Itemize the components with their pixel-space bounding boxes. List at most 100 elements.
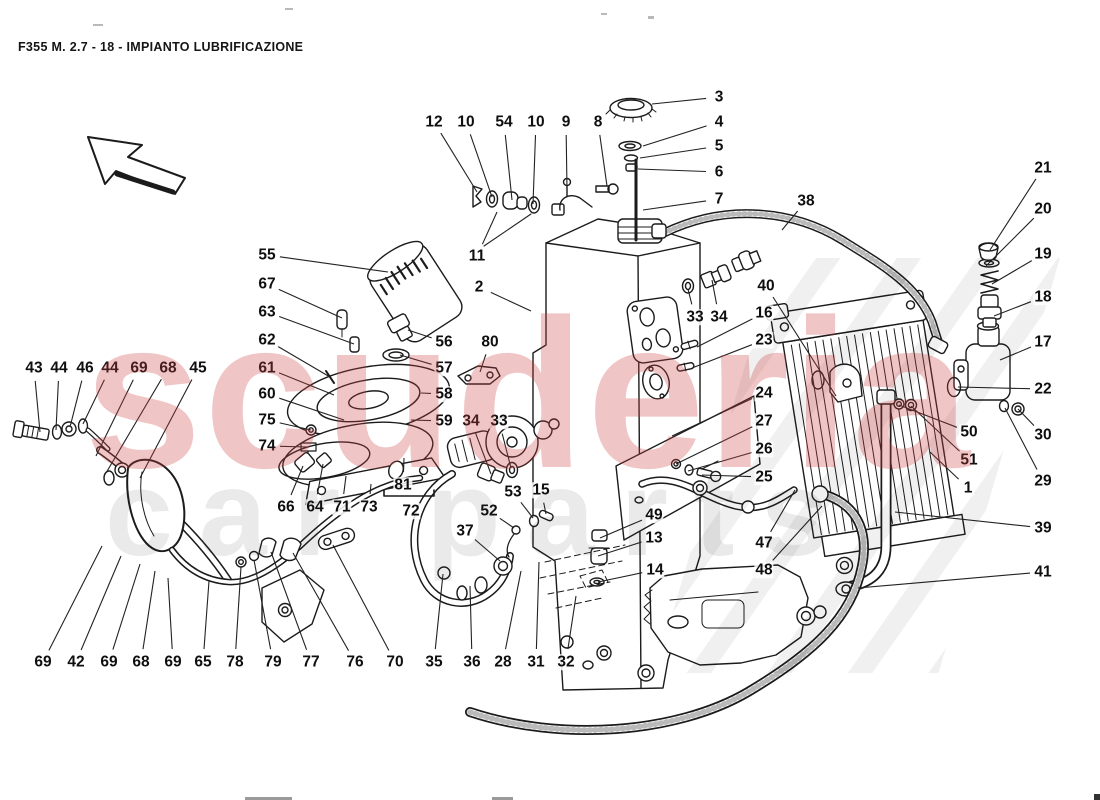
- leader-line-18: [993, 301, 1032, 317]
- leader-line-25: [701, 474, 752, 478]
- leader-line-45: [139, 379, 193, 479]
- leader-line-1: [929, 451, 959, 480]
- pump-inlet-fittings-33-34: [476, 461, 519, 484]
- leader-line-15: [543, 502, 547, 515]
- leader-line-59: [410, 419, 432, 422]
- leader-line-19: [991, 260, 1033, 285]
- rubber-sleeve-45: [126, 458, 186, 553]
- leader-line-7: [642, 200, 707, 211]
- leader-line-68: [105, 378, 162, 474]
- leader-line-57: [399, 354, 432, 365]
- leader-line-28: [504, 570, 522, 650]
- leader-line-41: [857, 572, 1031, 589]
- leader-line-37: [474, 539, 501, 562]
- scan-artifact: [648, 16, 654, 19]
- leader-line-44: [55, 380, 59, 431]
- leader-line-9: [565, 134, 568, 191]
- leader-line-64: [316, 463, 324, 495]
- leader-line-32: [567, 595, 577, 650]
- leader-line-74: [279, 445, 309, 448]
- scan-artifact: [1094, 794, 1100, 800]
- leader-line-10: [532, 134, 537, 205]
- leader-line-52: [499, 517, 515, 529]
- leader-line-6: [637, 168, 707, 173]
- oil-pump-72: [446, 415, 560, 469]
- brace-72: [383, 489, 435, 497]
- leader-line-35: [434, 573, 444, 650]
- leader-line-34: [475, 433, 492, 475]
- tank-flange: [626, 296, 684, 364]
- leader-line-49: [599, 519, 643, 539]
- leader-line-3: [651, 97, 707, 105]
- leader-line-33: [687, 288, 693, 305]
- oil-filter: [367, 240, 463, 343]
- leader-line-75: [279, 422, 312, 431]
- leader-line-54: [504, 134, 513, 201]
- leader-line-13: [597, 541, 642, 557]
- leader-line-42: [80, 555, 122, 651]
- leader-line-48: [772, 505, 823, 561]
- leader-line-46: [69, 380, 83, 428]
- leader-line-2: [490, 291, 532, 312]
- leader-line-69: [48, 545, 103, 651]
- breather-elbow: [551, 194, 593, 216]
- scan-artifact: [601, 13, 607, 15]
- leader-line-29: [1004, 407, 1038, 470]
- leader-line-78: [235, 566, 242, 650]
- scan-artifact: [245, 797, 292, 800]
- leader-line-34: [711, 279, 718, 305]
- leader-line-17: [999, 346, 1032, 361]
- stud-23: [676, 362, 695, 372]
- leader-line-31: [535, 561, 540, 650]
- leader-line-76: [292, 552, 350, 651]
- leader-line-79: [253, 559, 272, 650]
- leader-line-20: [985, 217, 1035, 267]
- engine-dashed-lines: [539, 544, 626, 609]
- clamp-hardware-76-77-78-79-70: [235, 527, 356, 568]
- leader-line-27: [675, 426, 753, 465]
- direction-arrow: [87, 136, 186, 195]
- leader-line-53: [520, 501, 534, 519]
- scan-artifact: [285, 8, 293, 10]
- leader-line-16: [696, 318, 753, 348]
- leader-line-26: [687, 452, 752, 472]
- leader-line-44: [82, 379, 105, 425]
- leader-line-80: [479, 354, 487, 373]
- leader-line-51: [910, 405, 960, 452]
- leader-line-77: [270, 551, 308, 650]
- leader-line-14: [597, 572, 643, 583]
- scan-artifact: [492, 797, 513, 800]
- page-title: F355 M. 2.7 - 18 - IMPIANTO LUBRIFICAZIO…: [18, 40, 304, 54]
- leader-line-4: [642, 125, 707, 147]
- leader-line-62: [277, 346, 331, 378]
- leader-line-67: [278, 288, 343, 319]
- leader-line-30: [1017, 408, 1035, 426]
- leader-line-50: [898, 404, 958, 428]
- hose-38: [651, 209, 949, 355]
- leader-line-81: [402, 457, 405, 473]
- stud-16: [680, 339, 699, 351]
- leader-line-63: [279, 315, 355, 345]
- gasket-oval: [642, 364, 670, 400]
- leader-line-73: [369, 483, 372, 495]
- leader-line-61: [278, 372, 335, 396]
- leader-line-10: [469, 134, 493, 198]
- support-bracket: [261, 569, 325, 643]
- tank-bottom-hardware: [560, 635, 655, 682]
- plate-bolts-25-26-27: [670, 458, 722, 483]
- leader-line-33: [501, 433, 512, 469]
- bracket-80: [457, 365, 501, 385]
- leader-line-5: [639, 147, 707, 159]
- leader-line-69: [112, 563, 141, 650]
- leader-line-47: [770, 489, 796, 533]
- small-parts-52-53-15: [506, 509, 554, 558]
- washer-57: [382, 348, 410, 362]
- leader-line-24: [671, 398, 753, 437]
- leader-line-39: [894, 511, 1031, 528]
- filler-cap-parts: [605, 97, 657, 172]
- union-fittings-33-34: [681, 250, 762, 294]
- leader-line-11: [481, 211, 498, 245]
- leader-line-56: [407, 329, 432, 339]
- thermostat-valve: [893, 242, 1025, 416]
- tank-mount-grommets: [472, 185, 541, 214]
